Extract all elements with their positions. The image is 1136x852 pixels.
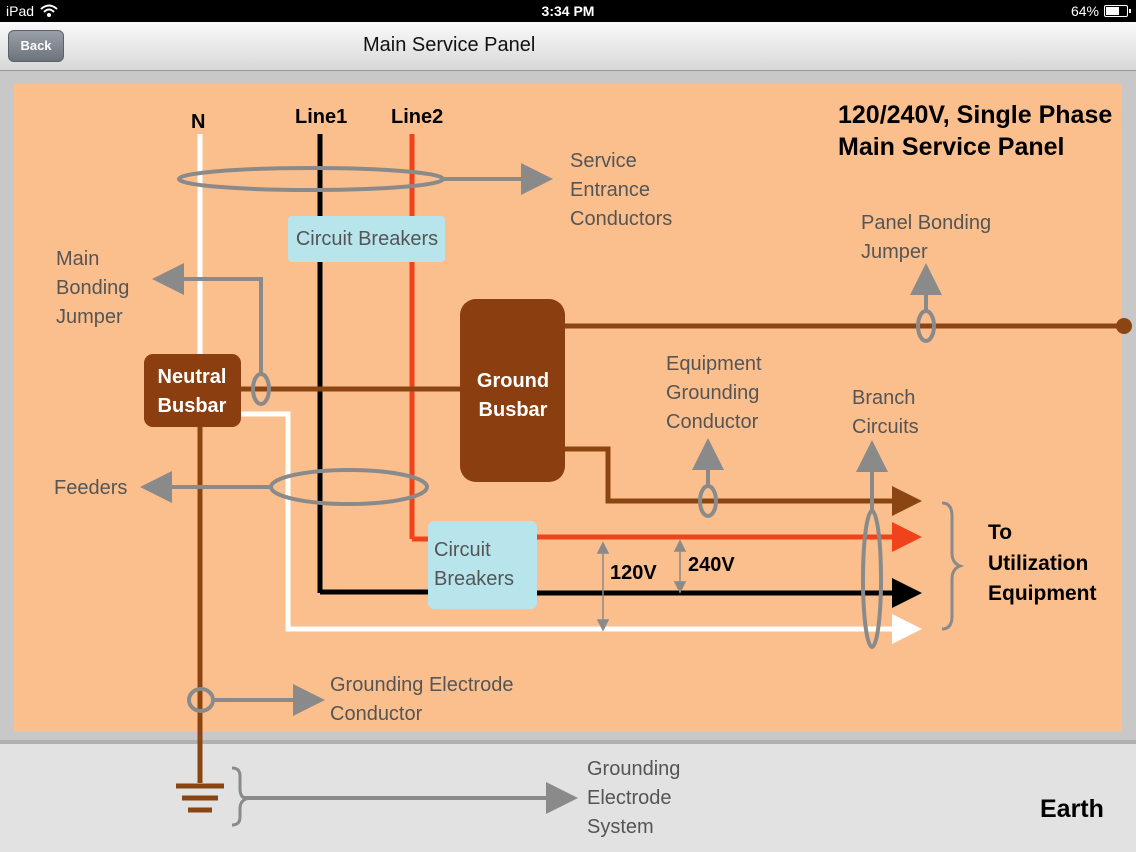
to-utilization-label-2: Utilization — [988, 552, 1088, 575]
device-name: iPad — [6, 3, 35, 19]
back-button[interactable]: Back — [8, 30, 64, 62]
to-utilization-label-3: Equipment — [988, 582, 1097, 605]
branch-circuits-label-2: Circuits — [852, 416, 919, 438]
navigation-bar: Back Main Service Panel — [0, 22, 1136, 71]
earth-bracket — [231, 766, 251, 827]
neutral-busbar-label-1: Neutral — [158, 366, 227, 388]
circuit-breakers-top-label: Circuit Breakers — [296, 228, 438, 250]
panel-bonding-label-2: Jumper — [861, 241, 928, 263]
ground-busbar — [460, 299, 565, 482]
battery-icon — [1104, 5, 1131, 17]
line2-label: Line2 — [391, 106, 443, 128]
grounding-electrode-system-label-1: Grounding — [587, 758, 680, 780]
diagram-title-1: 120/240V, Single Phase — [838, 101, 1112, 129]
circuit-breakers-bottom — [428, 521, 537, 609]
main-bonding-label-1: Main — [56, 248, 99, 270]
equipment-ground-wire — [565, 446, 922, 516]
earth-label: Earth — [1040, 795, 1104, 823]
voltage-120-label: 120V — [610, 562, 657, 584]
neutral-busbar-label-2: Busbar — [158, 395, 227, 417]
circuit-breakers-top — [288, 216, 445, 262]
battery-percent: 64% — [1070, 3, 1099, 19]
grounding-electrode-conductor-label-1: Grounding Electrode — [330, 674, 513, 696]
utilization-bracket — [941, 501, 965, 631]
ground-busbar-label-1: Ground — [477, 370, 549, 392]
grounding-electrode-system-label-3: System — [587, 816, 654, 838]
line1-label: Line1 — [295, 106, 347, 128]
grounding-electrode-conductor-label-2: Conductor — [330, 703, 423, 725]
branch-circuits-label-1: Branch — [852, 387, 915, 409]
ground-symbol — [176, 783, 224, 813]
to-utilization-label-1: To — [988, 521, 1012, 544]
feeders-label: Feeders — [54, 477, 127, 499]
equipment-grounding-label-3: Conductor — [666, 411, 759, 433]
main-bonding-label-2: Bonding — [56, 277, 129, 299]
status-bar: iPad 3:34 PM 64% — [0, 0, 1136, 22]
page-title: Main Service Panel — [363, 34, 536, 56]
service-entrance-label-1: Service — [570, 150, 637, 172]
equipment-grounding-label-2: Grounding — [666, 382, 759, 404]
service-entrance-label-2: Entrance — [570, 179, 650, 201]
feeders-loop — [269, 468, 429, 506]
service-entrance-label-3: Conductors — [570, 208, 672, 230]
circuit-breakers-bottom-label-2: Breakers — [434, 568, 514, 590]
diagram-title-2: Main Service Panel — [838, 133, 1065, 161]
neutral-branch-wire — [240, 411, 922, 644]
ground-busbar-label-2: Busbar — [479, 399, 548, 421]
voltage-240-label: 240V — [688, 554, 735, 576]
circuit-breakers-bottom-label-1: Circuit — [434, 539, 491, 561]
neutral-label: N — [191, 111, 205, 133]
equipment-grounding-label-1: Equipment — [666, 353, 762, 375]
clock: 3:34 PM — [541, 3, 595, 19]
grounding-electrode-system-label-2: Electrode — [587, 787, 672, 809]
neutral-busbar — [144, 354, 241, 427]
panel-bonding-label-1: Panel Bonding — [861, 212, 991, 234]
main-bonding-label-3: Jumper — [56, 306, 123, 328]
wifi-icon — [40, 4, 58, 17]
